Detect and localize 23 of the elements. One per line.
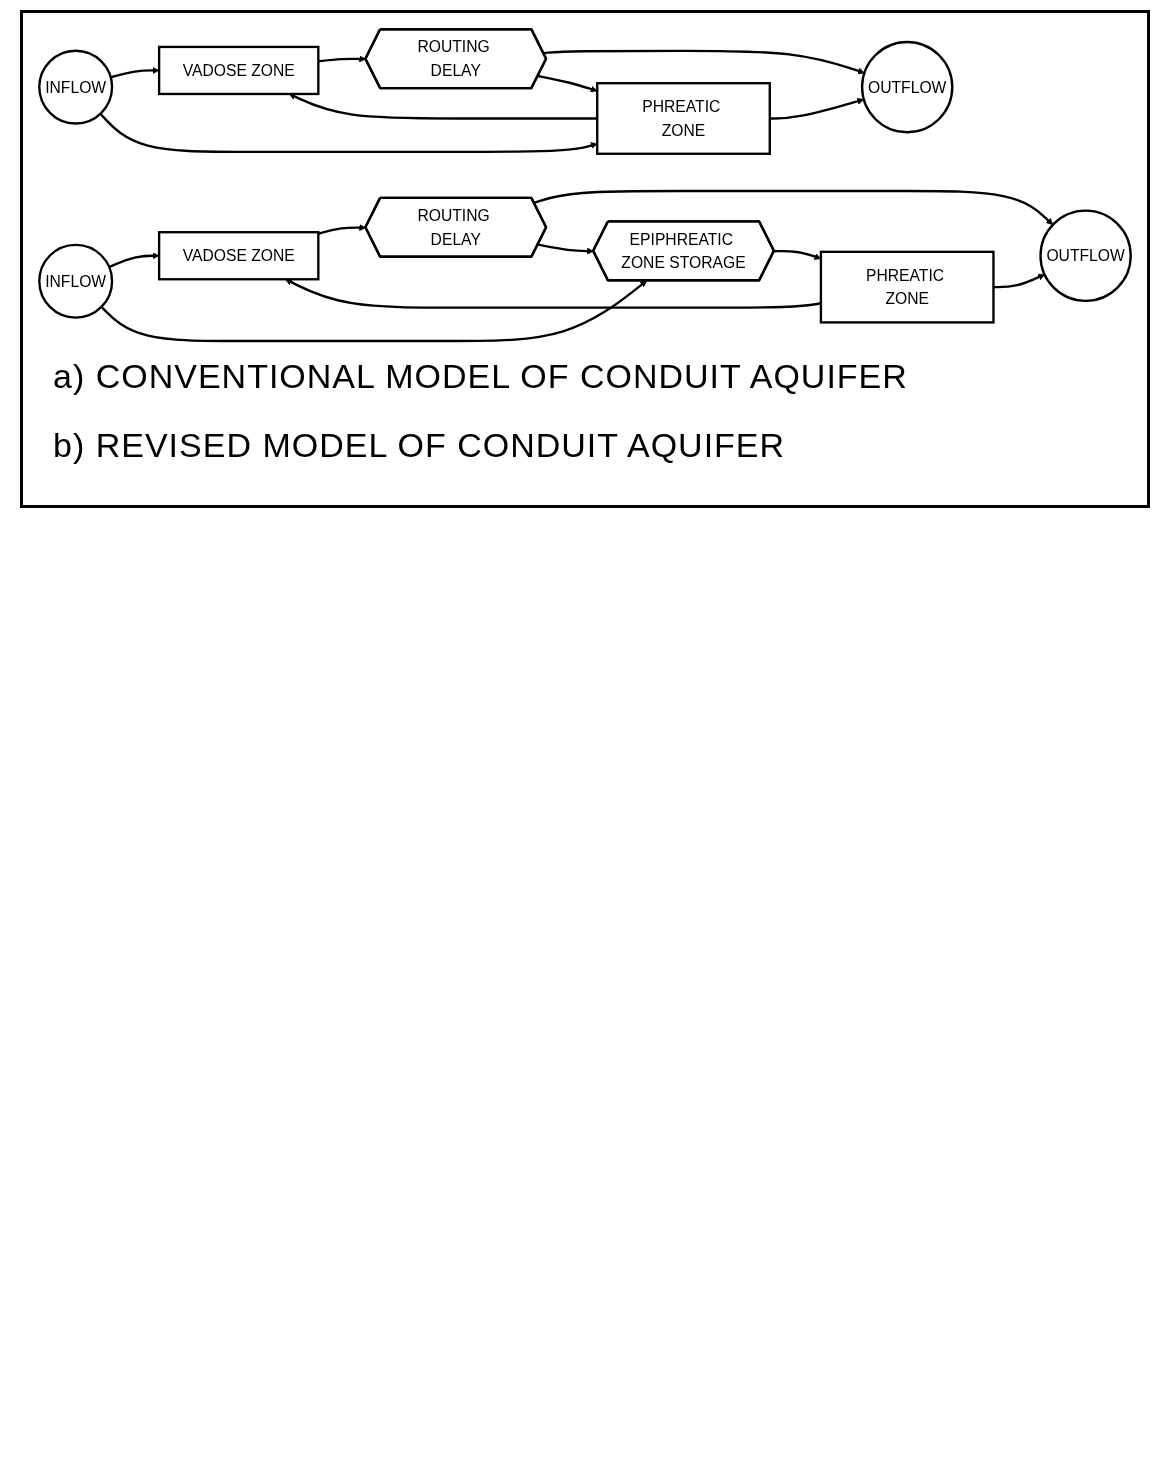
arrow (318, 224, 367, 235)
arrow (100, 280, 648, 343)
node-box: PHREATIC ZONE (596, 82, 771, 155)
arrow (288, 93, 598, 120)
node-circle: OUTFLOW (1039, 209, 1132, 302)
arrow (318, 55, 367, 63)
arrow (99, 113, 598, 153)
figure-caption: b) REVISED MODEL OF CONDUIT AQUIFER (53, 426, 787, 466)
arrow (993, 273, 1045, 289)
node-box: VADOSE ZONE (157, 231, 320, 281)
node-box: VADOSE ZONE (157, 45, 320, 96)
node-circle: INFLOW (38, 243, 114, 319)
arrow (108, 252, 160, 269)
node-circle: OUTFLOW (860, 40, 954, 134)
arrow (110, 67, 160, 79)
node-circle: INFLOW (38, 49, 114, 125)
arrow (537, 243, 594, 255)
arrow (533, 189, 1054, 226)
arrow (537, 74, 598, 93)
arrow (769, 97, 865, 120)
arrow (543, 49, 865, 75)
figure-caption: a) CONVENTIONAL MODEL OF CONDUIT AQUIFER (53, 357, 909, 397)
node-box: PHREATIC ZONE (819, 250, 995, 324)
